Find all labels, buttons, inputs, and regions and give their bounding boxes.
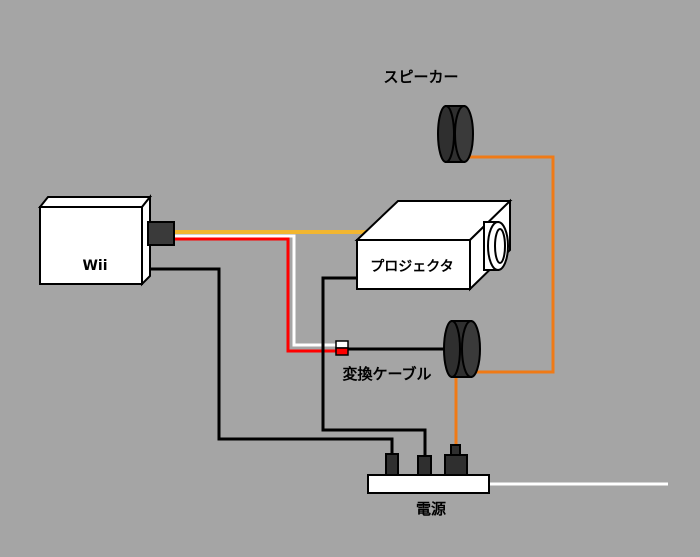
projector-label: プロジェクタ (370, 259, 453, 275)
adapter-connector (335, 340, 349, 356)
plug-wii (385, 453, 399, 476)
speaker-upper (437, 105, 474, 163)
projector-power-cable (321, 276, 427, 457)
power-strip (367, 444, 490, 494)
av-out-port (147, 221, 175, 246)
projector: プロジェクタ (354, 198, 513, 292)
wii-console: Wii (37, 194, 175, 287)
wii-label: Wii (82, 258, 107, 274)
audio-cable-red (174, 237, 342, 353)
power-label: 電源 (416, 500, 446, 518)
projector-lens (483, 221, 509, 271)
adapter-cable-label: 変換ケーブル (342, 365, 431, 383)
speaker-lower (443, 320, 481, 378)
audio-cable-white (174, 234, 342, 347)
plug-speaker (444, 454, 468, 476)
speaker-label: スピーカー (383, 68, 458, 86)
wii-power-cable (150, 267, 394, 455)
plug-projector (417, 455, 432, 476)
speaker-link-cable (464, 155, 555, 374)
